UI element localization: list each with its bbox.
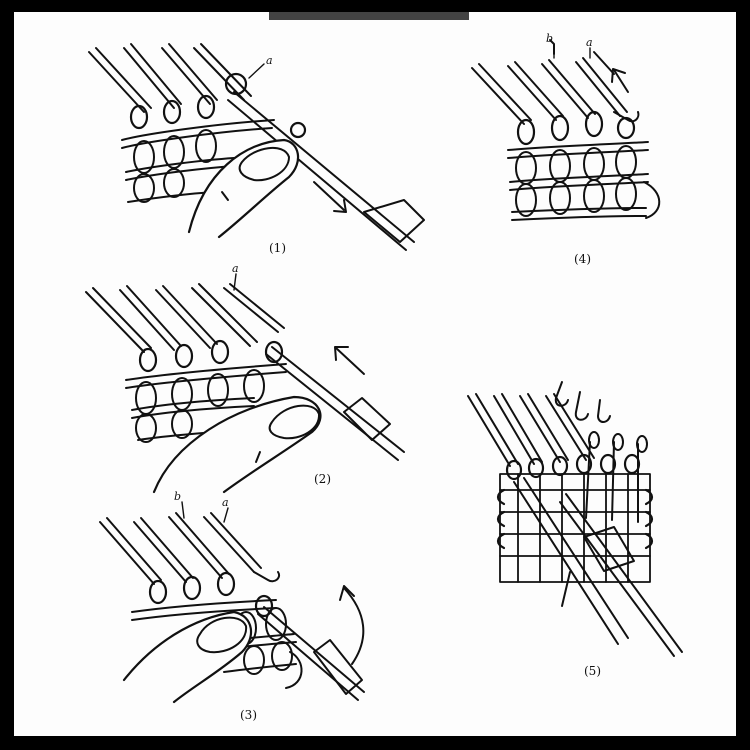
panel-2-drawing: [85, 273, 405, 494]
panel-1-label-a: a: [266, 54, 273, 67]
panel-2-label-a: a: [232, 262, 239, 275]
panel-4-caption: (4): [574, 252, 591, 266]
cropped-figure-title: [269, 12, 469, 20]
panel-4-label-a: a: [586, 36, 593, 49]
panel-5-drawing: [467, 381, 683, 657]
panel-1-caption: (1): [269, 241, 286, 255]
panel-4-label-b: b: [546, 32, 554, 45]
panel-1-drawing: [88, 43, 425, 251]
panel-5-caption: (5): [584, 664, 601, 678]
panel-3-label-b: b: [174, 490, 182, 503]
panel-3-drawing: [99, 501, 365, 704]
knitting-diagram: [85, 39, 683, 704]
panel-3-caption: (3): [240, 708, 257, 722]
illustration-frame: (1) a (2) a (3) b a (4) b a (5): [14, 12, 736, 736]
panel-3-label-a: a: [222, 496, 229, 509]
panel-2-caption: (2): [314, 472, 331, 486]
panel-4-drawing: [471, 39, 661, 221]
